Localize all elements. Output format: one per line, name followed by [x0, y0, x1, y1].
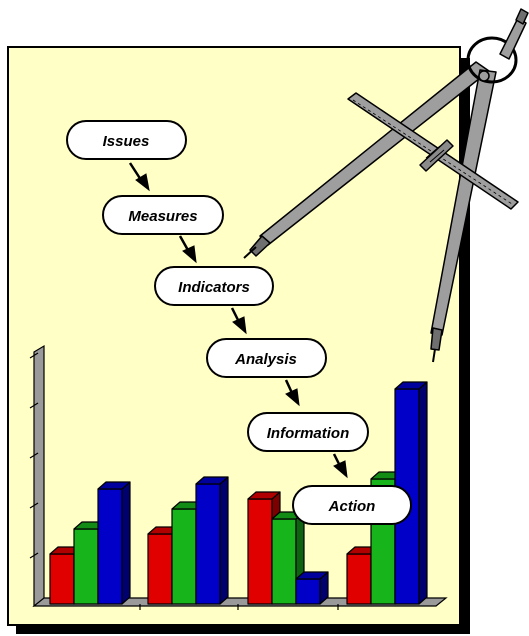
arrow-analysis-to-information	[284, 379, 300, 407]
y-tick	[29, 352, 39, 359]
step-indicators-label: Indicators	[178, 279, 250, 296]
bar-side	[418, 381, 428, 605]
bar-top	[97, 481, 131, 490]
bar-top	[247, 491, 281, 500]
bar	[97, 481, 131, 605]
bar-side	[121, 481, 131, 605]
chart-y-axis-wall	[33, 344, 45, 608]
bar-front	[97, 488, 123, 605]
y-axis-ticks	[29, 352, 39, 559]
bar-front	[247, 498, 273, 605]
arrow-information-to-action	[332, 453, 348, 479]
bar-front	[73, 528, 99, 605]
step-analysis-label: Analysis	[234, 351, 297, 368]
bar-top	[295, 571, 329, 580]
arrow-measures-to-indicators	[178, 235, 197, 264]
bar-top	[394, 381, 428, 390]
bar-front	[49, 553, 75, 605]
bar-front	[346, 553, 372, 605]
y-tick	[29, 502, 39, 509]
bar	[295, 571, 329, 605]
bar	[195, 476, 229, 605]
step-action-label: Action	[328, 498, 376, 515]
step-indicators: Indicators	[154, 266, 274, 306]
arrow-indicators-to-analysis	[230, 307, 247, 335]
bar-side	[219, 476, 229, 605]
bar-front	[147, 533, 173, 605]
step-issues: Issues	[66, 120, 187, 160]
y-tick	[29, 452, 39, 459]
compass-icon	[243, 8, 529, 363]
y-tick	[29, 552, 39, 559]
step-analysis: Analysis	[206, 338, 327, 378]
bar-chart	[29, 344, 448, 610]
y-tick	[29, 402, 39, 409]
step-issues-label: Issues	[103, 133, 150, 150]
arrow-issues-to-measures	[128, 162, 150, 192]
bar-front	[171, 508, 197, 605]
bar-top	[195, 476, 229, 485]
step-information: Information	[247, 412, 369, 452]
bar-front	[271, 518, 297, 605]
step-information-label: Information	[267, 425, 350, 442]
step-measures-label: Measures	[128, 208, 197, 225]
bar-front	[295, 578, 321, 605]
step-action: Action	[292, 485, 412, 525]
flow-arrows	[128, 162, 348, 479]
step-measures: Measures	[102, 195, 224, 235]
chart-floor	[32, 597, 448, 607]
x-axis-ticks	[139, 604, 339, 610]
bar-front	[195, 483, 221, 605]
